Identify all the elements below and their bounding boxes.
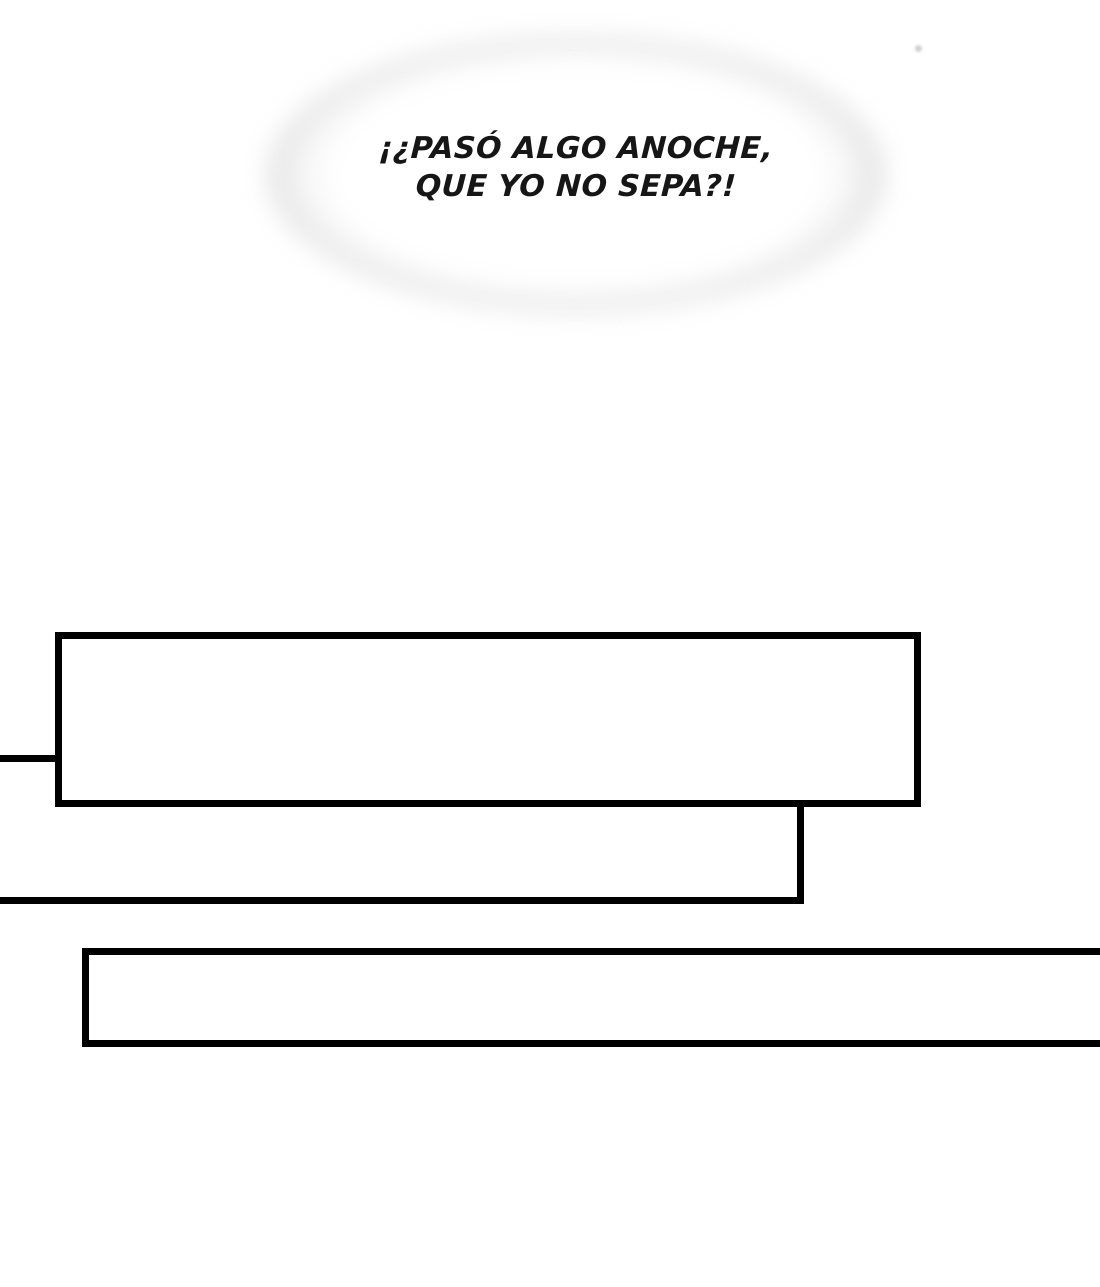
panel-3 [82,948,1100,1047]
speech-bubble: ¡¿PASÓ ALGO ANOCHE, QUE YO NO SEPA?! [268,38,884,310]
speech-bubble-core [338,78,816,270]
speech-bubble-line-1: ¡¿PASÓ ALGO ANOCHE, [377,131,775,166]
panel-1 [55,632,921,807]
panel-1-tail-stub [0,755,58,762]
panel-2-right-edge [797,800,804,904]
panel-2-bottom-edge [0,897,804,904]
ink-speck-icon [915,45,922,52]
speech-bubble-line-2: QUE YO NO SEPA?! [414,169,738,204]
